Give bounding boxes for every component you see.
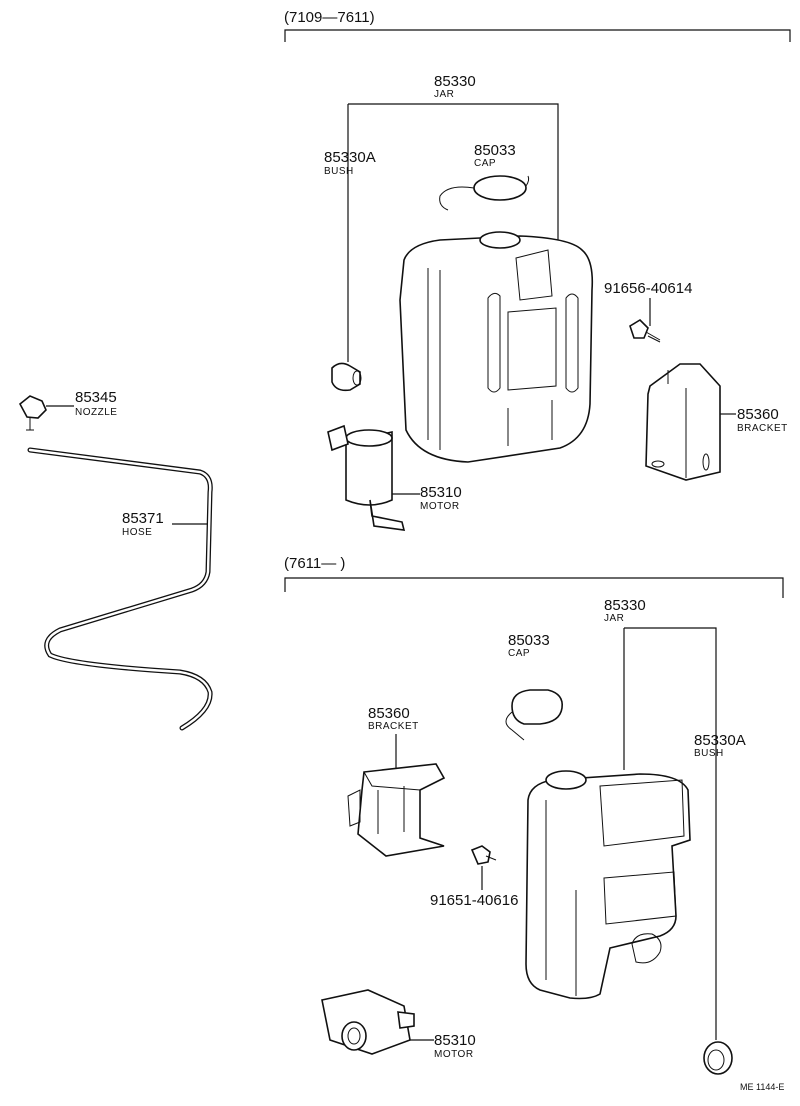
section-upper: (7109—7611): [284, 9, 791, 42]
lower-bush-number: 85330A: [694, 732, 746, 749]
lower-bracket-folds: [363, 771, 421, 834]
upper-bush-number: 85330A: [324, 149, 376, 166]
upper-bush: 85330A BUSH: [324, 149, 376, 392]
lower-bolt-thread: [485, 855, 497, 861]
lower-cap-drawing: [511, 689, 564, 725]
lower-bolt: 91651-40616: [430, 845, 518, 909]
section-upper-bracket: [284, 29, 791, 42]
upper-bolt-thread: [645, 331, 661, 343]
upper-bracket-slot: [702, 453, 710, 471]
nozzle-part: 85345 NOZZLE: [18, 389, 117, 431]
upper-jar-window: [507, 307, 557, 391]
lower-cap: 85033 CAP: [505, 632, 564, 741]
nozzle-name: NOZZLE: [75, 407, 117, 418]
upper-bolt: 91656-40614: [604, 280, 692, 343]
upper-bolt-head: [629, 318, 649, 339]
upper-jar-leader: [347, 103, 559, 362]
upper-jar-rib-left: [427, 268, 441, 450]
upper-jar-name: JAR: [434, 89, 454, 100]
upper-cap-strap: [439, 186, 475, 211]
upper-motor-number: 85310: [420, 484, 462, 501]
lower-jar-body: [525, 773, 691, 1000]
diagram-code: ME 1144-E: [740, 1082, 784, 1092]
upper-motor-body: [345, 431, 393, 506]
nozzle-stem: [26, 418, 34, 431]
upper-motor-name: MOTOR: [420, 501, 460, 512]
upper-jar-grip-left: [487, 292, 501, 393]
upper-bush-name: BUSH: [324, 166, 354, 177]
upper-jar-drawing: [399, 231, 594, 463]
lower-jar-name: JAR: [604, 613, 624, 624]
nozzle-number: 85345: [75, 389, 117, 406]
upper-cap-number: 85033: [474, 142, 516, 159]
lower-bush: 85330A BUSH: [694, 732, 746, 1075]
lower-bracket-name: BRACKET: [368, 721, 419, 732]
upper-bush-ring: [352, 370, 362, 386]
lower-bolt-number: 91651-40616: [430, 892, 518, 909]
lower-cap-name: CAP: [508, 648, 530, 659]
upper-jar-body: [399, 235, 594, 463]
upper-bracket-fold: [667, 370, 687, 478]
upper-motor-top: [345, 429, 393, 447]
hose-outline: [27, 447, 213, 731]
lower-motor-end-inner: [347, 1027, 361, 1045]
upper-jar-neck: [479, 231, 521, 249]
lower-motor-number: 85310: [434, 1032, 476, 1049]
upper-bush-drawing: [331, 362, 361, 392]
lower-cap-strap: [505, 711, 525, 741]
upper-jar-grip-right: [565, 293, 579, 393]
upper-bracket: 85360 BRACKET: [645, 363, 788, 481]
lower-jar-leader: [623, 627, 717, 1040]
upper-bracket-hole: [651, 460, 665, 468]
lower-motor-end: [341, 1021, 367, 1051]
nozzle-drawing: [18, 395, 47, 419]
upper-bolt-number: 91656-40614: [604, 280, 692, 297]
hose-name: HOSE: [122, 527, 152, 538]
upper-jar-label: 85330 JAR: [347, 73, 559, 362]
hose-part: 85371 HOSE: [27, 447, 213, 731]
upper-cap-tab: [525, 175, 530, 187]
lower-jar-hook: [631, 933, 662, 964]
lower-bracket-drawing: [357, 763, 446, 857]
upper-jar-number: 85330: [434, 73, 476, 90]
lower-jar-label: 85330 JAR: [604, 597, 717, 1040]
upper-cap: 85033 CAP: [439, 142, 530, 211]
lower-jar-mid-panel: [603, 871, 677, 925]
lower-motor-body: [321, 989, 411, 1055]
hose-inner: [28, 448, 212, 730]
lower-motor-name: MOTOR: [434, 1049, 474, 1060]
lower-bush-name: BUSH: [694, 748, 724, 759]
section-lower-label: (7611— ): [284, 555, 345, 572]
lower-bolt-head: [470, 845, 491, 865]
lower-bush-drawing: [703, 1041, 733, 1075]
upper-bracket-number: 85360: [737, 406, 779, 423]
lower-jar-neck: [545, 770, 587, 790]
upper-jar-top-panel: [515, 249, 553, 301]
upper-motor-outlet: [369, 499, 406, 531]
lower-cap-number: 85033: [508, 632, 550, 649]
upper-cap-name: CAP: [474, 158, 496, 169]
upper-bracket-name: BRACKET: [737, 423, 788, 434]
lower-bush-inner: [707, 1049, 725, 1071]
lower-bracket-number: 85360: [368, 705, 410, 722]
section-upper-label: (7109—7611): [284, 9, 375, 26]
upper-cap-drawing: [473, 175, 527, 201]
section-lower: (7611— ): [284, 555, 784, 598]
hose-number: 85371: [122, 510, 164, 527]
lower-bracket-tab: [347, 789, 361, 827]
upper-motor-clip: [327, 424, 349, 452]
lower-jar-ribs: [545, 800, 577, 996]
lower-bracket: 85360 BRACKET: [347, 705, 446, 857]
lower-motor-outlet: [397, 1011, 415, 1029]
lower-jar-number: 85330: [604, 597, 646, 614]
lower-jar-drawing: [525, 770, 691, 1000]
upper-motor: 85310 MOTOR: [327, 424, 462, 531]
lower-jar-top-panel: [599, 779, 685, 847]
upper-bracket-drawing: [645, 363, 721, 481]
upper-jar-lower-ribs: [507, 400, 553, 446]
lower-motor: 85310 MOTOR: [321, 989, 476, 1060]
section-lower-bracket: [284, 577, 784, 598]
